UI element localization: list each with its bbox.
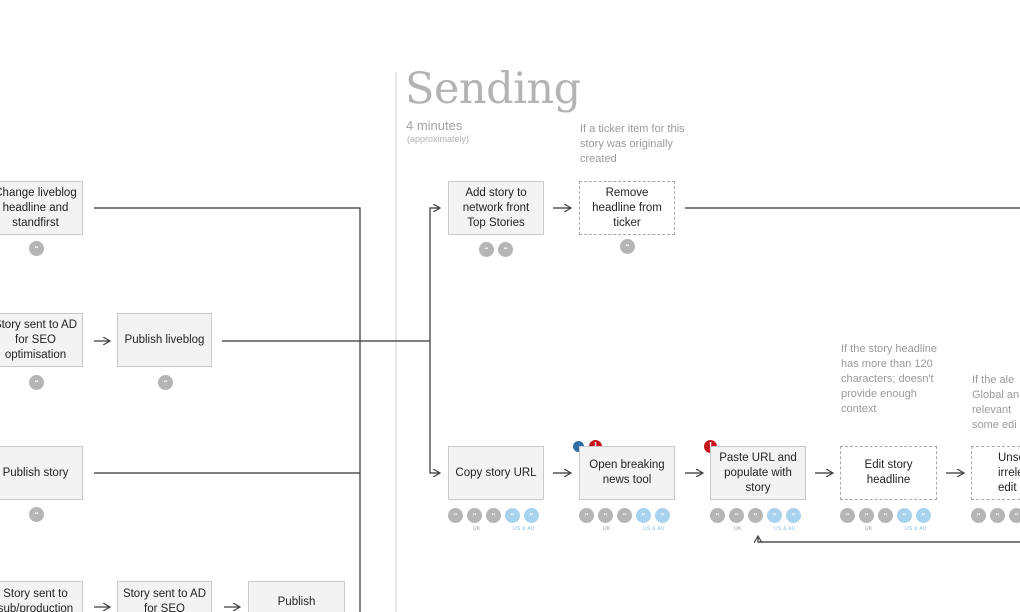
role-badge: •• xyxy=(859,508,874,523)
role-badge-blue: •• xyxy=(916,508,931,523)
role-badge: •• xyxy=(990,508,1005,523)
role-badge: •• xyxy=(710,508,725,523)
node-publish-bottom[interactable]: Publish xyxy=(248,581,345,612)
node-label: Copy story URL xyxy=(455,466,537,479)
badges-copy-url: •• •• •• •• •• xyxy=(448,508,539,523)
region-uk-label: UK xyxy=(734,526,742,532)
number-badge-icon xyxy=(573,441,584,452)
role-badge: •• xyxy=(748,508,763,523)
role-badge-blue: •• xyxy=(636,508,651,523)
note-alert: If the ale Global an relevant some edi xyxy=(972,374,1020,431)
role-badge: •• xyxy=(971,508,986,523)
badges-open-tool: •• •• •• •• •• xyxy=(579,508,670,523)
role-badge-blue: •• xyxy=(655,508,670,523)
role-badge: •• xyxy=(467,508,482,523)
section-duration: 4 minutes xyxy=(406,118,463,133)
badges-edit-headline: •• •• •• •• •• xyxy=(840,508,931,523)
note-headline: If the story headline has more than 120 … xyxy=(841,343,938,415)
role-badge: •• xyxy=(29,507,44,522)
region-us-au-label: US & AU xyxy=(643,526,665,532)
role-badge-blue: •• xyxy=(524,508,539,523)
node-publish-liveblog[interactable]: Publish liveblog xyxy=(117,313,212,367)
region-uk-label: UK xyxy=(473,526,481,532)
node-label: Edit story headline xyxy=(864,459,913,486)
node-open-tool[interactable]: Open breaking news tool xyxy=(579,446,675,500)
node-label: Remove headline from ticker xyxy=(592,186,662,229)
region-us-au-label: US & AU xyxy=(774,526,796,532)
badges-add-story: •• •• xyxy=(479,242,513,257)
badges-unselect: •• •• •• xyxy=(971,508,1020,523)
node-label: Paste URL and populate with story xyxy=(719,451,797,494)
role-badge: •• xyxy=(29,241,44,256)
section-duration-note: (approximately) xyxy=(407,134,470,144)
role-badge: •• xyxy=(840,508,855,523)
role-badge: •• xyxy=(729,508,744,523)
node-paste-url[interactable]: Paste URL and populate with story xyxy=(710,446,806,500)
badges-publish-story: •• xyxy=(29,507,44,522)
node-label: Open breaking news tool xyxy=(589,459,665,486)
node-label: Add story to network front Top Stories xyxy=(462,186,530,229)
arrow-loop-back xyxy=(758,536,1020,542)
badges-remove-headline: •• xyxy=(620,239,635,254)
role-badge: •• xyxy=(29,375,44,390)
node-label: Publish xyxy=(277,596,316,608)
role-badge-blue: •• xyxy=(767,508,782,523)
badges-change-liveblog: •• xyxy=(29,241,44,256)
node-story-sent-sub[interactable]: Story sent to sub/production xyxy=(0,581,83,612)
node-label: Story sent to AD for SEO optimisation xyxy=(0,318,78,361)
badges-story-sent-seo: •• xyxy=(29,375,44,390)
region-uk-label: UK xyxy=(865,526,873,532)
region-us-au-label: US & AU xyxy=(513,526,535,532)
node-label: Story sent to AD for SEO xyxy=(122,588,207,612)
role-badge: •• xyxy=(158,375,173,390)
node-publish-story[interactable]: Publish story xyxy=(0,446,83,500)
node-label: Publish story xyxy=(2,466,69,479)
node-add-story[interactable]: Add story to network front Top Stories xyxy=(448,181,544,235)
role-badge: •• xyxy=(448,508,463,523)
role-badge: •• xyxy=(617,508,632,523)
node-label: Publish liveblog xyxy=(124,333,205,346)
arrow-to-copy-url xyxy=(429,341,440,473)
region-uk-label: UK xyxy=(603,526,611,532)
role-badge: •• xyxy=(598,508,613,523)
role-badge: •• xyxy=(486,508,501,523)
role-badge: •• xyxy=(878,508,893,523)
role-badge: •• xyxy=(1009,508,1020,523)
node-remove-headline[interactable]: Remove headline from ticker xyxy=(579,181,675,235)
note-ticker: If a ticker item for this story was orig… xyxy=(580,123,685,165)
role-badge-blue: •• xyxy=(786,508,801,523)
badges-paste-url: •• •• •• •• •• xyxy=(710,508,801,523)
node-copy-url[interactable]: Copy story URL xyxy=(448,446,544,500)
node-label: Change liveblog headline and standfirst xyxy=(0,186,77,229)
badges-publish-liveblog: •• xyxy=(158,375,173,390)
role-badge-blue: •• xyxy=(505,508,520,523)
region-us-au-label: US & AU xyxy=(905,526,927,532)
node-story-sent-seo-2[interactable]: Story sent to AD for SEO xyxy=(117,581,212,612)
connector-change-liveblog xyxy=(94,207,361,612)
role-badge: •• xyxy=(579,508,594,523)
role-badge-blue: •• xyxy=(897,508,912,523)
node-change-liveblog[interactable]: Change liveblog headline and standfirst xyxy=(0,181,83,235)
role-badge: •• xyxy=(620,239,635,254)
arrow-to-add-story xyxy=(429,208,440,341)
section-title: Sending xyxy=(405,64,581,114)
role-badge: •• xyxy=(498,242,513,257)
node-label: Story sent to sub/production xyxy=(0,588,74,612)
role-badge: •• xyxy=(479,242,494,257)
node-story-sent-seo[interactable]: Story sent to AD for SEO optimisation xyxy=(0,313,83,367)
node-edit-headline[interactable]: Edit story headline xyxy=(840,446,937,500)
